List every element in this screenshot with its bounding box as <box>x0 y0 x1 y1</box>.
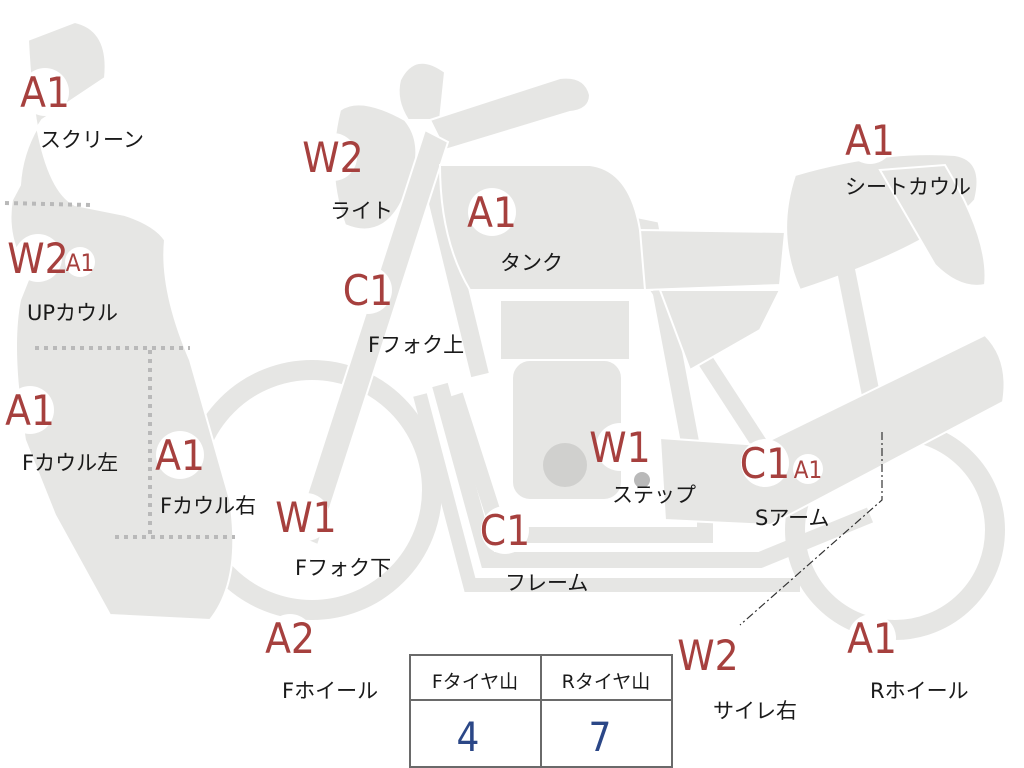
marker-seat-cowl: A1 シートカウル <box>845 116 971 199</box>
marker-code-muffler-right: W2 <box>677 631 738 680</box>
exhaust-pipe-lower <box>432 382 874 568</box>
marker-label-screen: スクリーン <box>40 128 144 152</box>
marker-tank: A1 タンク <box>467 188 563 275</box>
marker-label-light: ライト <box>330 199 393 223</box>
marker-code-swing-arm: C1 <box>740 439 790 488</box>
marker-label-tank: タンク <box>500 251 563 275</box>
engine-head <box>499 299 631 361</box>
seat-shape <box>638 228 787 292</box>
marker-badge2-swing-arm <box>793 454 823 484</box>
marker-label-up-cowl: UPカウル <box>27 301 118 325</box>
marker-label-fork-upper: Fフォク上 <box>368 333 464 357</box>
muffler-leader-line <box>739 432 883 626</box>
marker-badge-step <box>596 423 644 471</box>
marker-step: W1 ステップ <box>589 423 696 507</box>
marker-label-frame: フレーム <box>505 571 588 595</box>
frame-downtube <box>421 167 489 378</box>
marker-code-light: W2 <box>302 133 363 182</box>
step-bolt-1 <box>634 472 650 488</box>
marker-code-seat-cowl: A1 <box>845 116 895 165</box>
marker-badge-tank <box>468 188 516 236</box>
marker-label-cowl-left: Fカウル左 <box>22 451 118 475</box>
marker-code-fork-upper: C1 <box>343 266 393 315</box>
tire-table-header-rear: Rタイヤ山 <box>562 671 651 693</box>
marker-code-rear-wheel: A1 <box>847 614 897 663</box>
marker-label-fork-lower: Fフォク下 <box>295 556 391 580</box>
tire-table-value-rear: 7 <box>589 715 612 761</box>
tire-table-header-front: Fタイヤ山 <box>432 671 518 693</box>
marker-code-step: W1 <box>589 423 650 472</box>
marker-badge-screen <box>21 68 69 116</box>
handlebar-shape <box>428 76 592 152</box>
engine-cover <box>543 443 587 487</box>
marker-badge-frame <box>481 506 529 554</box>
mirror-shape <box>397 61 447 121</box>
marker-badge-swing-arm <box>741 439 789 487</box>
marker-badge-light <box>309 133 357 181</box>
tail-shape <box>878 163 987 287</box>
marker-code-fork-lower: W1 <box>275 493 336 542</box>
marker-screen: A1 スクリーン <box>20 68 144 152</box>
marker-label-swing-arm: Sアーム <box>755 506 829 530</box>
marker-badge-rear-wheel <box>848 614 896 662</box>
front-fork-shape <box>292 128 450 547</box>
marker-code-tank: A1 <box>467 188 517 237</box>
marker-label-rear-wheel: Rホイール <box>870 679 969 703</box>
side-cover-shape <box>658 289 782 372</box>
marker-badge-cowl-right <box>156 431 204 479</box>
marker-frame: C1 フレーム <box>480 506 588 595</box>
marker-badge-front-wheel <box>266 614 314 662</box>
marker-label-seat-cowl: シートカウル <box>845 175 971 199</box>
marker-badge-fork-upper <box>344 266 392 314</box>
marker-code-screen: A1 <box>20 68 70 117</box>
marker-code-frame: C1 <box>480 506 530 555</box>
marker-muffler-right: W2 サイレ右 <box>677 631 797 723</box>
exhaust-pipe-upper <box>447 392 713 543</box>
marker-code-up-cowl: W2 <box>7 234 68 283</box>
marker-badge-cowl-left <box>6 386 54 434</box>
marker-label-cowl-right: Fカウル右 <box>160 494 256 518</box>
marker-light: W2 ライト <box>302 133 393 223</box>
marker-badge-seat-cowl <box>846 116 894 164</box>
marker-code-cowl-left: A1 <box>5 386 55 435</box>
marker-badge-fork-lower <box>282 493 330 541</box>
marker-code-front-wheel: A2 <box>265 614 315 663</box>
marker-badge-muffler-right <box>684 631 732 679</box>
marker-badge-up-cowl <box>14 234 62 282</box>
exhaust-pipe-bottom <box>413 393 800 592</box>
marker-label-front-wheel: Fホイール <box>282 679 378 703</box>
tire-table-value-front: 4 <box>457 715 480 761</box>
marker-code2-swing-arm: A1 <box>794 456 823 484</box>
marker-code2-up-cowl: A1 <box>66 249 95 277</box>
marker-label-muffler-right: サイレ右 <box>713 699 797 723</box>
marker-badge2-up-cowl <box>65 247 95 277</box>
marker-label-step: ステップ <box>612 483 696 507</box>
marker-code-cowl-right: A1 <box>155 431 205 480</box>
